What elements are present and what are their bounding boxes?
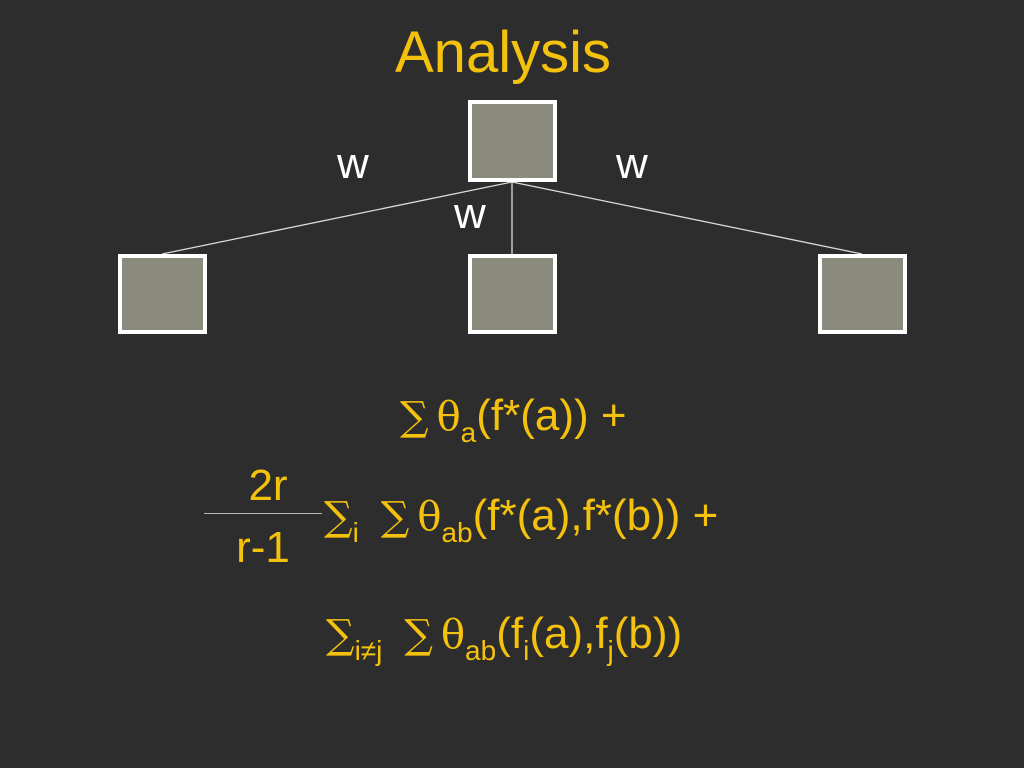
formula-args-close: (b)) [613,609,683,658]
formula-args-mid: (a),f [529,609,608,658]
formula-line-1: ∑θa(f*(a)) + [400,390,627,448]
fraction-numerator: 2r [248,461,288,510]
theta-subscript: a [460,417,477,448]
tree-diagram [118,100,907,334]
formula-line-3: ∑i≠j∑θab(fi(a),fj(b)) [326,608,683,666]
sum-subscript: i≠j [354,635,383,666]
sum-symbol: ∑ [326,612,355,658]
sum-symbol: ∑ [380,494,410,540]
formula-args: (f*(a)) + [476,391,627,440]
fi-subscript: i [523,635,530,666]
fraction-denominator: r-1 [236,523,290,572]
node-left [118,254,207,334]
sum-symbol: ∑ [324,494,353,540]
node-root [468,100,557,182]
sum-symbol: ∑ [400,394,429,440]
fj-subscript: j [607,635,614,666]
theta-symbol: θ [440,612,466,658]
formula-args-open: (f [496,609,524,658]
sum-symbol: ∑ [404,612,433,658]
slide-title: Analysis [395,20,611,85]
formula-line-2: ∑i∑θab(f*(a),f*(b)) + [324,490,719,548]
sum-subscript: i [352,517,359,548]
edge-label-middle: w [454,189,486,238]
fraction-bar [204,513,322,514]
theta-symbol: θ [436,394,461,440]
theta-subscript: ab [465,635,497,666]
theta-subscript: ab [441,517,473,548]
edge-label-right: w [616,139,648,188]
edge-label-left: w [337,139,369,188]
edge-root-right [511,181,863,255]
node-right [818,254,907,334]
fraction: 2r r-1 [204,462,322,572]
theta-symbol: θ [417,494,442,540]
node-middle [468,254,557,334]
formula-args: (f*(a),f*(b)) + [472,491,719,540]
edge-root-left [161,181,513,255]
